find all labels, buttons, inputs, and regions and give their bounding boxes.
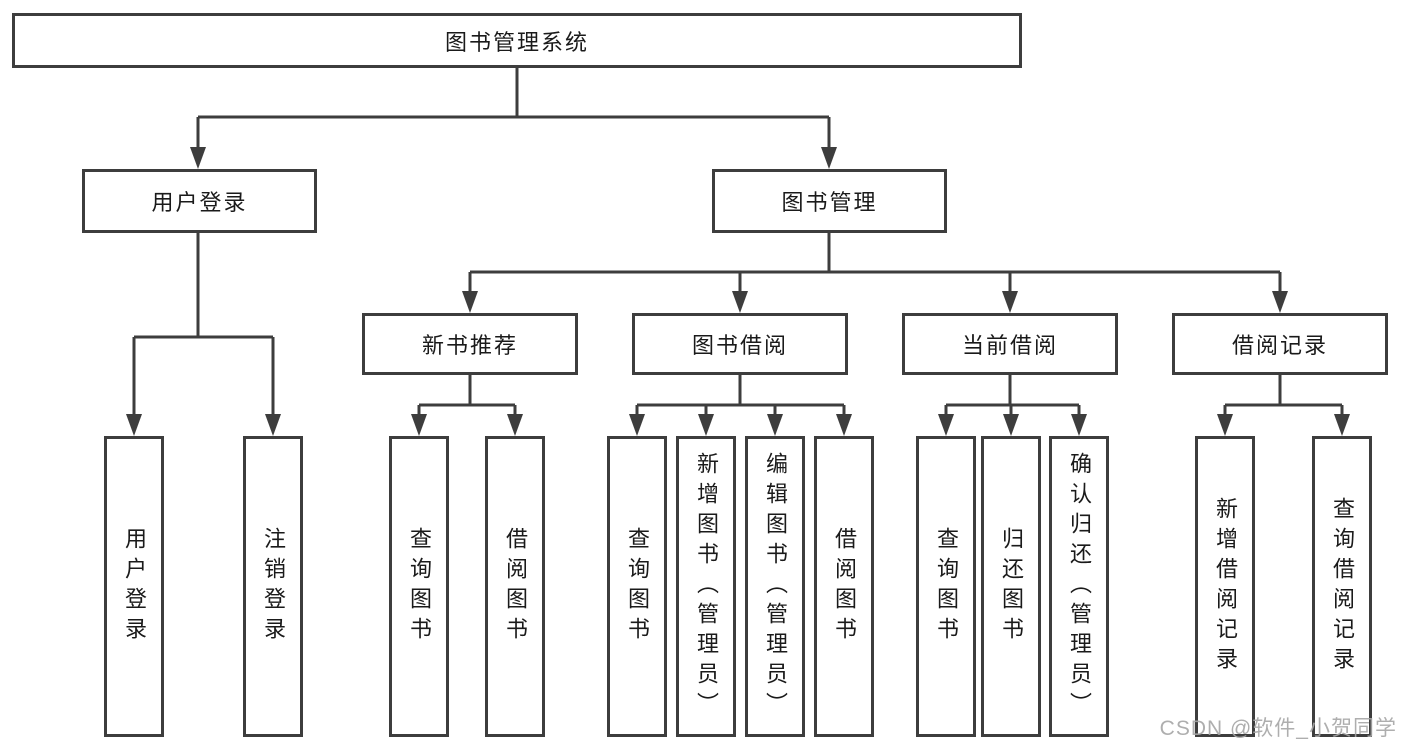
node-book-borrowing: 图书借阅: [632, 313, 848, 375]
leaf-logout: 注销登录: [243, 436, 303, 737]
node-label: 查询借阅记录: [1330, 496, 1355, 677]
connector-book-mgmt-children: [468, 233, 1282, 294]
leaf-edit-books-admin: 编辑图书（管理员）: [745, 436, 805, 737]
connector-book-borrow-children: [635, 375, 846, 418]
node-label: 借阅记录: [1231, 333, 1328, 358]
leaf-add-books-admin: 新增图书（管理员）: [676, 436, 736, 737]
arrowhead: [462, 291, 478, 313]
arrowhead: [411, 414, 427, 436]
arrowhead: [1071, 414, 1087, 436]
node-borrowing-records: 借阅记录: [1172, 313, 1388, 375]
arrowhead: [629, 414, 645, 436]
node-label: 归还图书: [999, 526, 1024, 647]
leaf-borrow-books: 借阅图书: [814, 436, 874, 737]
leaf-query-books: 查询图书: [607, 436, 667, 737]
connector-user-login-children: [132, 233, 275, 417]
leaf-add-borrow-record: 新增借阅记录: [1195, 436, 1255, 737]
node-label: 借阅图书: [832, 526, 857, 647]
node-label: 查询图书: [407, 526, 432, 647]
node-user-login: 用户登录: [82, 169, 317, 233]
node-label: 编辑图书（管理员）: [763, 451, 788, 722]
arrowhead: [190, 147, 206, 169]
node-label: 查询图书: [625, 526, 650, 647]
arrowhead: [938, 414, 954, 436]
leaf-confirm-return-admin: 确认归还（管理员）: [1049, 436, 1109, 737]
node-label: 确认归还（管理员）: [1067, 451, 1092, 722]
arrowhead: [1217, 414, 1233, 436]
arrowhead: [1272, 291, 1288, 313]
node-current-borrowing: 当前借阅: [902, 313, 1118, 375]
node-label: 当前借阅: [961, 333, 1058, 358]
node-label: 图书借阅: [691, 333, 788, 358]
node-label: 新增借阅记录: [1213, 496, 1238, 677]
arrowhead: [1334, 414, 1350, 436]
arrowhead: [836, 414, 852, 436]
arrowhead: [698, 414, 714, 436]
arrowhead: [1002, 291, 1018, 313]
watermark: CSDN @软件_小贺同学: [1159, 717, 1397, 740]
arrowhead: [126, 414, 142, 436]
node-label: 查询图书: [934, 526, 959, 647]
node-label: 用户登录: [151, 190, 248, 215]
node-label: 图书管理: [781, 190, 878, 215]
connector-current-borrow-children: [944, 375, 1081, 418]
arrowhead: [732, 291, 748, 313]
leaf-borrow-books-rec: 借阅图书: [485, 436, 545, 737]
node-book-management: 图书管理: [712, 169, 947, 233]
arrowhead: [821, 147, 837, 169]
node-label: 新书推荐: [421, 333, 518, 358]
arrowhead: [1003, 414, 1019, 436]
arrowhead: [265, 414, 281, 436]
node-label: 借阅图书: [503, 526, 528, 647]
connector-borrow-record-children: [1223, 375, 1344, 418]
connector-root-to-level2: [196, 68, 831, 150]
node-new-book-recommendation: 新书推荐: [362, 313, 578, 375]
leaf-user-login: 用户登录: [104, 436, 164, 737]
arrowhead: [507, 414, 523, 436]
leaf-query-borrow-record: 查询借阅记录: [1312, 436, 1372, 737]
node-label: 新增图书（管理员）: [694, 451, 719, 722]
connector-new-book-rec-children: [417, 375, 517, 418]
node-library-management-system: 图书管理系统: [12, 13, 1022, 68]
leaf-query-books-current: 查询图书: [916, 436, 976, 737]
node-label: 注销登录: [261, 526, 286, 647]
leaf-return-books: 归还图书: [981, 436, 1041, 737]
node-label: 图书管理系统: [444, 29, 589, 55]
leaf-query-books-rec: 查询图书: [389, 436, 449, 737]
arrowhead: [767, 414, 783, 436]
node-label: 用户登录: [122, 526, 147, 647]
